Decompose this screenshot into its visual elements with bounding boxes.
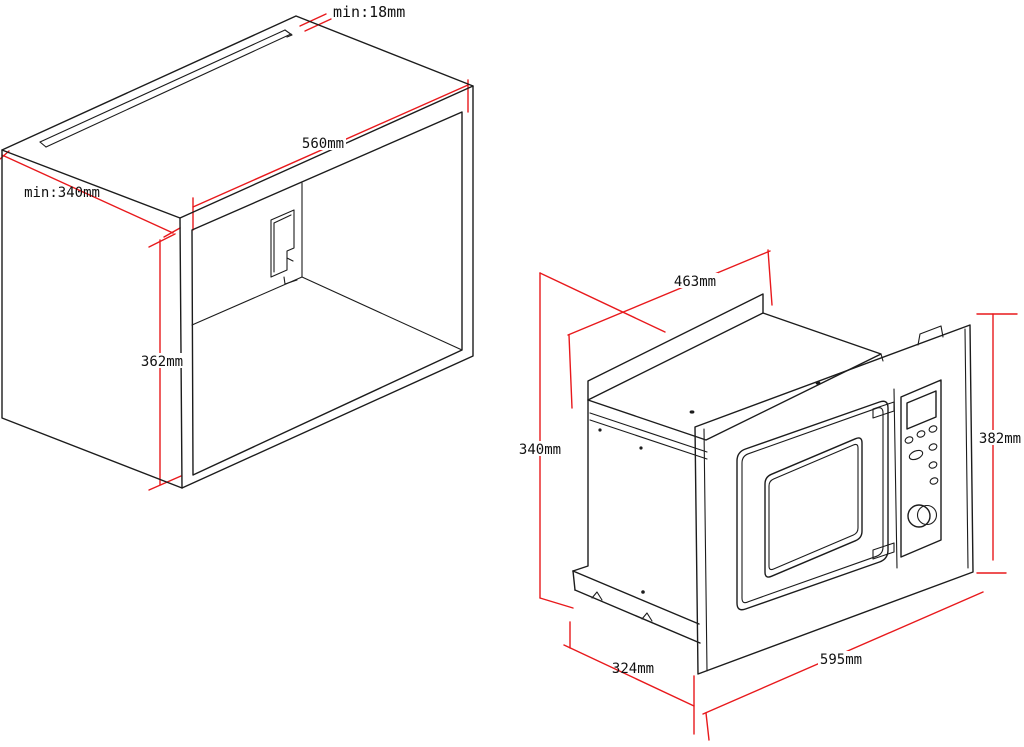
display	[906, 390, 937, 430]
mounting-tab	[917, 325, 944, 346]
oven-base-plate	[572, 570, 701, 644]
dim-trim-width-label: 595mm	[820, 652, 862, 668]
dim-body-height-label: 340mm	[519, 442, 561, 458]
oven-trim-frame	[694, 324, 974, 675]
cutout-dimension-lines	[0, 13, 469, 491]
dim-trim-height-label: 382mm	[979, 431, 1021, 447]
dimension-labels: min:18mm 560mm min:340mm 362mm 463mm 340…	[24, 3, 1023, 677]
screw-mark	[598, 428, 602, 432]
dim-cutout-depth-label: min:340mm	[24, 185, 100, 201]
oven-body-top-face	[587, 312, 882, 441]
screw-mark	[689, 410, 695, 414]
control-panel	[900, 379, 942, 558]
dim-cutout-height-label: 362mm	[141, 354, 183, 370]
dim-cutout-width-label: 560mm	[302, 136, 344, 152]
oven-door-window	[764, 437, 863, 578]
floor-notch	[283, 276, 298, 285]
oven-body-back-flange	[587, 293, 764, 401]
control-buttons	[904, 425, 939, 485]
vent-slot	[39, 29, 293, 148]
cabinet-interior-edges	[191, 182, 463, 351]
oven-dimension-lines	[539, 249, 1018, 741]
screw-mark	[639, 446, 643, 450]
knob	[907, 504, 938, 528]
cabinet-top-front-edge	[179, 85, 474, 219]
cutout-outline	[1, 15, 474, 489]
door-latch-bottom	[872, 542, 895, 560]
oven-outline	[572, 293, 974, 675]
cabinet-left-panel-edges	[1, 149, 183, 489]
oven-door	[736, 400, 895, 611]
oven-body-left-edge	[572, 399, 589, 572]
dim-body-depth-label: 324mm	[612, 661, 654, 677]
screw-mark	[641, 590, 645, 594]
dim-slot-min-label: min:18mm	[333, 3, 405, 21]
cabinet-opening	[191, 111, 463, 476]
dim-body-width-label: 463mm	[674, 274, 716, 290]
cabinet-outer-silhouette	[1, 15, 474, 489]
cabinet-cable-cutout	[270, 209, 295, 278]
